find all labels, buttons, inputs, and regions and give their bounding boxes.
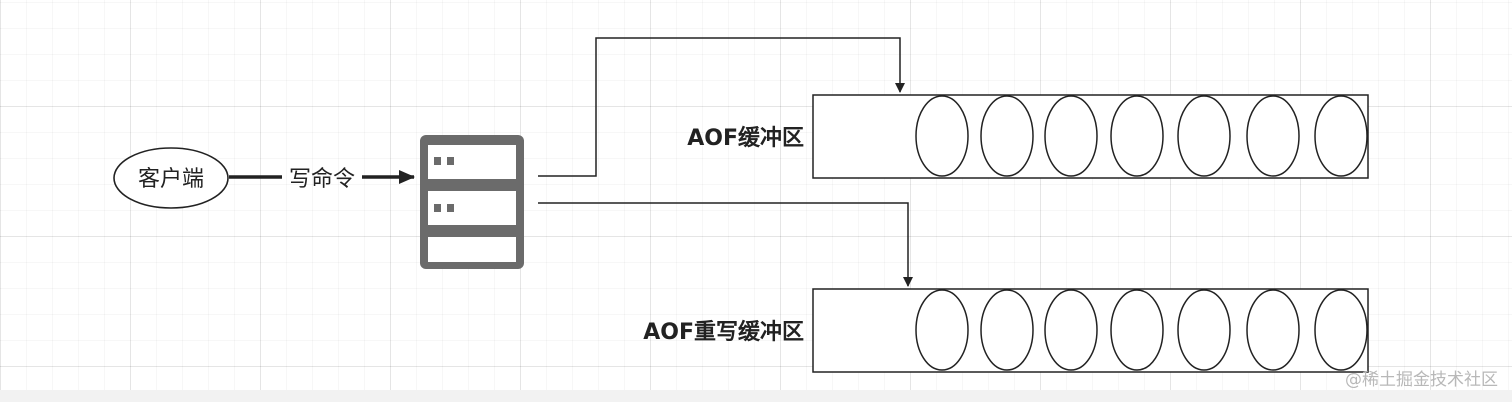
buffer-slot [1177,95,1231,177]
buffer-slot [1044,289,1098,371]
bottom-strip [0,390,1512,402]
aof-buffer-slots [915,95,1368,177]
aof-rewrite-buffer-slots [915,289,1368,371]
buffer-slot [915,289,969,371]
buffer-slot [1314,289,1368,371]
write-command-edge[interactable]: 写命令 [229,167,415,192]
aof-buffer-label: AOF缓冲区 [687,125,804,151]
edge-write-label: 写命令 [289,167,355,192]
aof-rewrite-buffer[interactable]: AOF重写缓冲区 [643,288,1369,373]
buffer-slot [1314,95,1368,177]
client-ellipse [113,147,229,209]
buffer-slot [1044,95,1098,177]
server-slot-2 [428,191,516,225]
watermark: @稀土掘金技术社区 [1345,370,1498,390]
server-icon[interactable] [420,135,524,269]
server-slot-1 [428,145,516,179]
server-slot-3 [428,237,516,262]
client-node[interactable]: 客户端 [113,147,229,209]
buffer-slot [1246,289,1300,371]
buffer-slot [915,95,969,177]
server-led-2a [434,204,441,212]
connector-to-aof-buffer [538,37,905,177]
connector-to-aof-rewrite-buffer [538,202,913,287]
aof-rewrite-buffer-label: AOF重写缓冲区 [643,319,804,345]
buffer-slot [1246,95,1300,177]
buffer-slot [1177,289,1231,371]
server-led-1a [434,157,441,165]
aof-buffer[interactable]: AOF缓冲区 [687,94,1369,179]
server-led-1b [447,157,454,165]
buffer-slot [980,95,1034,177]
buffer-slot [1110,289,1164,371]
buffer-slot [1110,95,1164,177]
client-label: 客户端 [138,167,204,192]
server-led-2b [447,204,454,212]
buffer-slot [980,289,1034,371]
